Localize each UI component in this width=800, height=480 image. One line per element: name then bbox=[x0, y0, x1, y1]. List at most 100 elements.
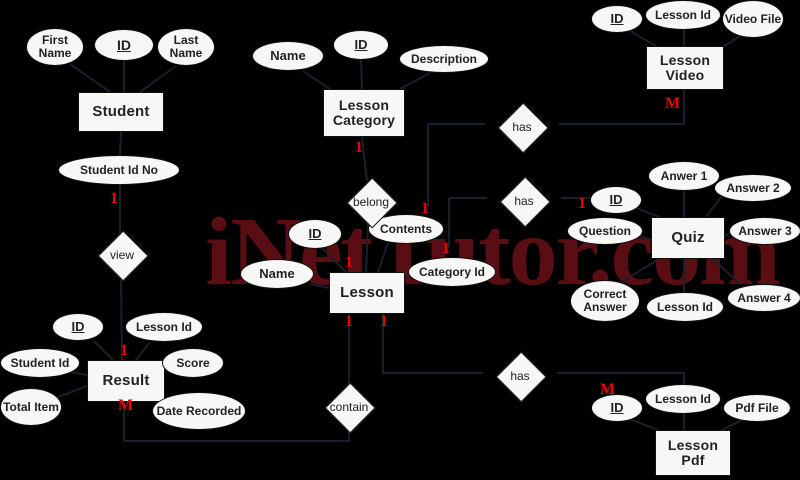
attribute-quiz_a3[interactable]: Answer 3 bbox=[729, 217, 800, 245]
attribute-vid_id[interactable]: ID bbox=[591, 5, 643, 33]
attribute-label: Student Id bbox=[10, 355, 70, 370]
relationship-label: has bbox=[510, 368, 530, 383]
attribute-label: Description bbox=[410, 51, 477, 66]
attribute-les_id[interactable]: ID bbox=[288, 219, 342, 249]
relationship-belong[interactable]: belong bbox=[334, 177, 408, 229]
connector-vid-id bbox=[629, 30, 657, 47]
cardinality-c_student_view: 1 bbox=[110, 190, 118, 207]
relationship-contain[interactable]: contain bbox=[310, 382, 388, 434]
connector-belong-les bbox=[365, 222, 369, 273]
entity-label: Student bbox=[92, 103, 150, 121]
connector-res-total bbox=[55, 383, 93, 399]
entity-quiz[interactable]: Quiz bbox=[651, 217, 725, 259]
connector-cat-desc bbox=[399, 72, 431, 90]
attribute-vid_lid[interactable]: Lesson Id bbox=[645, 0, 721, 30]
cardinality-c_cat_has_q: 1 bbox=[442, 240, 450, 257]
attribute-quiz_q[interactable]: Question bbox=[567, 217, 643, 245]
entity-lesson_pdf[interactable]: Lesson Pdf bbox=[655, 430, 731, 476]
attribute-label: Last Name bbox=[169, 33, 203, 60]
attribute-label: Question bbox=[578, 223, 631, 238]
attribute-label: ID bbox=[610, 400, 624, 416]
connector-pdf-id bbox=[629, 418, 659, 431]
attribute-label: Contents bbox=[380, 221, 432, 236]
entity-result[interactable]: Result bbox=[87, 360, 165, 402]
attribute-res_date[interactable]: Date Recorded bbox=[152, 392, 246, 430]
connector-res-lid bbox=[135, 341, 151, 361]
attribute-res_sid[interactable]: Student Id bbox=[0, 348, 80, 378]
relationship-label: belong bbox=[352, 194, 390, 209]
connector-cat-name bbox=[302, 70, 331, 90]
attribute-les_catid[interactable]: Category Id bbox=[408, 257, 496, 287]
connector-quiz-a2 bbox=[705, 195, 723, 218]
relationship-has_quiz[interactable]: has bbox=[487, 176, 561, 228]
cardinality-c_pdf_m: M bbox=[600, 381, 616, 398]
attribute-label: Answer 2 bbox=[726, 180, 780, 195]
relationship-label: view bbox=[109, 247, 134, 262]
relationship-has_pdf[interactable]: has bbox=[483, 351, 557, 403]
attribute-label: Lesson Id bbox=[135, 319, 192, 334]
attribute-cat_desc[interactable]: Description bbox=[399, 45, 489, 73]
entity-label: Quiz bbox=[671, 229, 705, 247]
connector-hasv-vid bbox=[559, 90, 685, 125]
connector-res-id bbox=[93, 340, 114, 361]
attribute-label: Lesson Id bbox=[656, 299, 713, 314]
attribute-quiz_ca[interactable]: Correct Answer bbox=[570, 280, 640, 322]
relationship-view[interactable]: view bbox=[88, 230, 156, 282]
entity-label: Result bbox=[102, 372, 150, 390]
entity-lesson[interactable]: Lesson bbox=[329, 272, 405, 314]
attribute-pdf_id[interactable]: ID bbox=[591, 394, 643, 422]
entity-lesson_category[interactable]: Lesson Category bbox=[323, 89, 405, 137]
attribute-stu_first[interactable]: First Name bbox=[26, 28, 84, 66]
attribute-quiz_a2[interactable]: Answer 2 bbox=[714, 174, 792, 202]
entity-label: Lesson bbox=[340, 284, 394, 302]
attribute-pdf_lid[interactable]: Lesson Id bbox=[645, 384, 721, 414]
attribute-pdf_file[interactable]: Pdf File bbox=[723, 394, 791, 422]
attribute-quiz_a1[interactable]: Anwer 1 bbox=[648, 161, 720, 191]
connector-view-res bbox=[120, 275, 123, 361]
attribute-quiz_lid[interactable]: Lesson Id bbox=[646, 292, 724, 322]
attribute-res_total[interactable]: Total Item bbox=[0, 388, 62, 426]
attribute-cat_name[interactable]: Name bbox=[252, 41, 324, 71]
relationship-label: contain bbox=[329, 399, 369, 414]
attribute-quiz_id[interactable]: ID bbox=[590, 186, 642, 214]
attribute-quiz_a4[interactable]: Answer 4 bbox=[727, 284, 800, 312]
attribute-label: First Name bbox=[38, 33, 72, 60]
cardinality-c_result_m: M bbox=[118, 397, 134, 414]
connector-les-cont bbox=[377, 242, 389, 273]
entity-student[interactable]: Student bbox=[78, 92, 164, 132]
connector-cat-belong bbox=[361, 136, 368, 182]
attribute-stu_last[interactable]: Last Name bbox=[157, 28, 215, 66]
attribute-stu_no[interactable]: Student Id No bbox=[58, 155, 180, 185]
connector-quiz-a4 bbox=[712, 258, 741, 285]
attribute-label: Answer 3 bbox=[738, 223, 792, 238]
attribute-label: Score bbox=[176, 355, 210, 370]
entity-label: Lesson Pdf bbox=[667, 437, 719, 468]
connector-res-contain bbox=[123, 402, 350, 442]
attribute-label: Pdf File bbox=[735, 400, 779, 415]
cardinality-c_les_belong: 1 bbox=[345, 254, 353, 271]
cardinality-c_cat_belong: 1 bbox=[355, 139, 363, 156]
attribute-label: ID bbox=[308, 226, 322, 242]
attribute-label: ID bbox=[354, 37, 368, 53]
attribute-les_name[interactable]: Name bbox=[240, 259, 314, 289]
attribute-stu_id[interactable]: ID bbox=[94, 29, 154, 61]
relationship-has_video[interactable]: has bbox=[485, 102, 559, 154]
attribute-vid_file[interactable]: Video File bbox=[722, 0, 784, 38]
attribute-label: Name bbox=[259, 266, 295, 282]
attribute-res_score[interactable]: Score bbox=[162, 348, 224, 378]
entity-lesson_video[interactable]: Lesson Video bbox=[646, 46, 724, 90]
connector-cat-hasq bbox=[448, 197, 487, 247]
entity-label: Lesson Video bbox=[659, 52, 711, 83]
connector-stu-last bbox=[139, 65, 177, 93]
attribute-label: Name bbox=[270, 48, 306, 64]
attribute-res_lid[interactable]: Lesson Id bbox=[125, 312, 203, 342]
attribute-cat_id[interactable]: ID bbox=[333, 30, 389, 60]
attribute-label: Correct Answer bbox=[583, 287, 627, 314]
entity-label: Lesson Category bbox=[332, 97, 396, 128]
cardinality-c_les_contain: 1 bbox=[345, 313, 353, 330]
connector-cat-hasv bbox=[427, 123, 485, 207]
relationship-label: has bbox=[512, 119, 532, 134]
attribute-res_id[interactable]: ID bbox=[52, 313, 104, 341]
attribute-label: Category Id bbox=[418, 264, 485, 279]
